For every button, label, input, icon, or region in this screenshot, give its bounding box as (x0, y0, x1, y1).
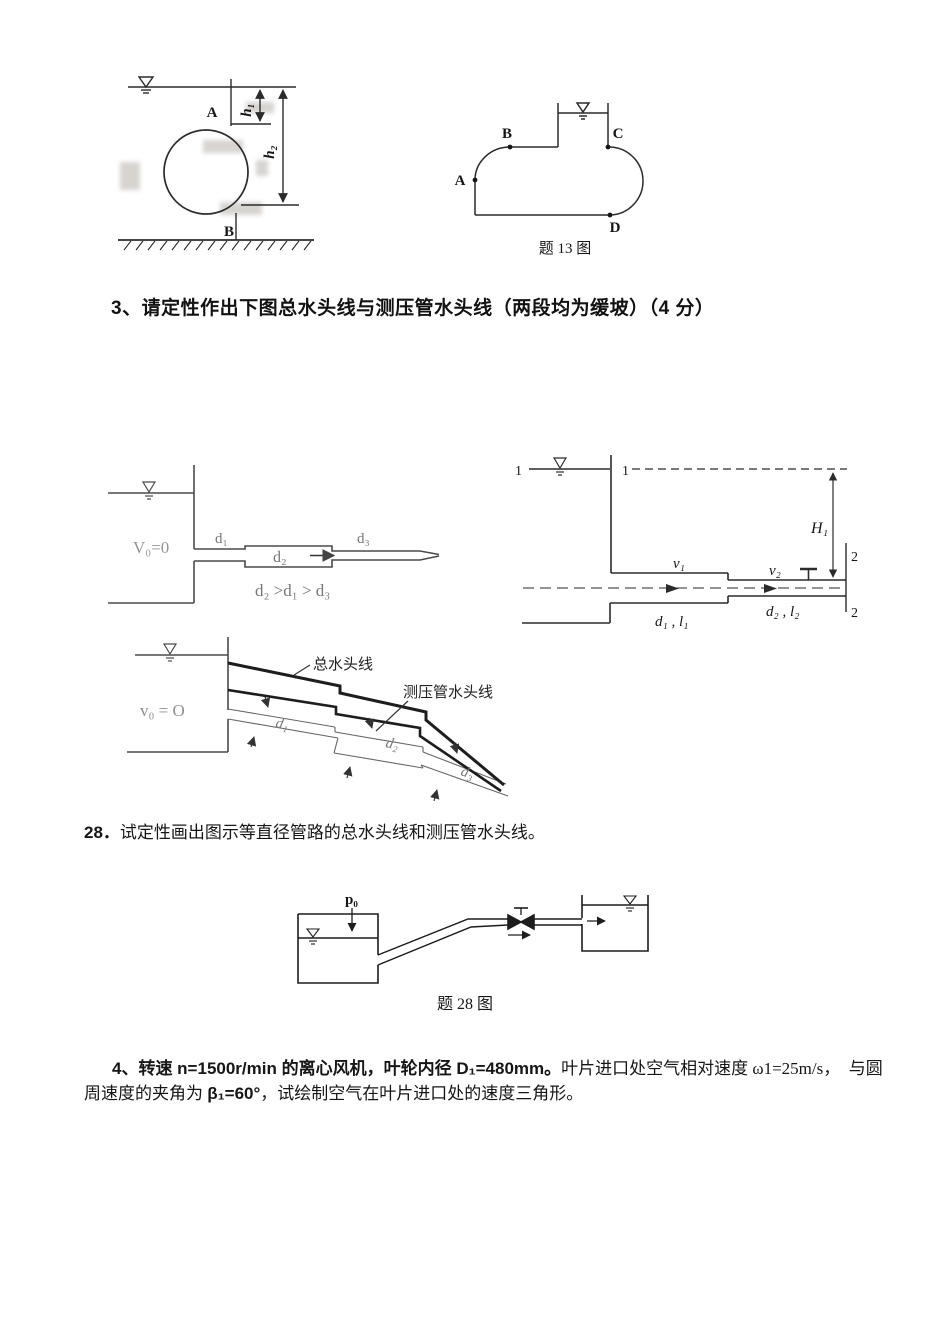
water-surface-icon (141, 481, 157, 500)
label-d3: d₃ (459, 764, 476, 783)
water-surface-icon (552, 457, 568, 476)
leader-piezo-head (375, 700, 409, 732)
label-v1: v₁ (673, 556, 685, 572)
pipe-horizontal (534, 918, 582, 926)
question-4-line2-regular-a: 周速度的夹角为 (84, 1084, 208, 1103)
sphere (163, 129, 249, 215)
piezometric-head-line (227, 688, 502, 793)
label-diameter-relation: d₂ >d₁ > d₃ (255, 581, 330, 600)
diameter-callout-arrows (246, 696, 460, 802)
tank-topleft-arc (474, 146, 511, 181)
point-C-dot (605, 144, 611, 150)
point-B-dot (507, 144, 513, 150)
label-v0: v₀ = O (140, 701, 185, 720)
valve-icon (800, 567, 817, 580)
label-d2: d₂ (384, 735, 400, 753)
label-d3: d₃ (357, 531, 370, 547)
point-A-dot (472, 177, 478, 183)
figure-tank-13: A B C D 题 13 图 (455, 102, 644, 257)
figure-caption: 题 13 图 (539, 240, 592, 257)
label-point-A: A (207, 105, 218, 121)
water-surface-icon (137, 76, 155, 94)
figure-nozzle-pipe: V₀=0 d₁ d₂ d₃ d₂ >d₁ > d₃ (108, 465, 440, 604)
bleed-through-artifact (120, 102, 274, 215)
point-D-dot (607, 212, 613, 218)
label-section-2-bottom: 2 (851, 606, 858, 621)
figure-head-lines-answer: v₀ = O 总水头线 测压管水头线 d₁ d₂ d₃ (127, 637, 509, 802)
nozzle-tip (419, 550, 440, 561)
water-surface-icon (622, 895, 638, 912)
pipe-diagonal (377, 918, 509, 966)
label-d1: d₁ (274, 715, 290, 733)
label-point-A: A (455, 173, 466, 189)
label-v0: V₀=0 (133, 538, 169, 557)
figure-sphere-pressure: A B h₁ h₂ (118, 76, 314, 251)
question-4-line2-bold: β₁=60° (207, 1084, 261, 1103)
label-section-1-left: 1 (515, 464, 522, 479)
ground-hatching (123, 240, 312, 251)
total-head-line (227, 661, 505, 787)
label-d2: d₂ (273, 549, 287, 566)
flow-direction-arrows (666, 584, 777, 593)
figure-two-tanks-28: p₀ 题 28 图 (297, 892, 649, 1013)
label-point-B: B (502, 126, 512, 142)
label-d1: d₁ (215, 531, 228, 547)
label-total-head-line: 总水头线 (313, 656, 373, 673)
leader-total-head (293, 664, 311, 676)
label-d2-l2: d₂ , l₂ (766, 604, 799, 620)
valve-icon (507, 907, 535, 931)
figure-caption: 题 28 图 (437, 996, 493, 1013)
right-tank-outline (581, 895, 649, 952)
question-4-paragraph: 4、转速 n=1500r/min 的离心风机，叶轮内径 D₁=480mm。叶片进… (84, 1056, 884, 1106)
label-section-1-right: 1 (622, 464, 629, 479)
question-3-heading: 3、请定性作出下图总水头线与测压管水头线（两段均为缓坡）（4 分） (111, 298, 715, 319)
label-h2: h₂ (262, 145, 278, 159)
question-4-line1: 4、转速 n=1500r/min 的离心风机，叶轮内径 D₁=480mm。叶片进… (84, 1056, 884, 1081)
label-H1: H₁ (810, 520, 828, 537)
label-v2: v₂ (769, 563, 781, 579)
question-4-line1-bold: 4、转速 n=1500r/min 的离心风机，叶轮内径 D₁=480mm。 (112, 1059, 562, 1078)
figure-reservoir-pipe: 1 1 H₁ 2 2 v₁ v₂ d₁ , l₁ d₂ , l₂ (515, 455, 858, 630)
question-4-line2-regular-b: ，试绘制空气在叶片进口处的速度三角形。 (260, 1084, 584, 1103)
left-tank-outline (297, 913, 379, 984)
label-p0: p₀ (345, 892, 358, 908)
label-section-2-top: 2 (851, 550, 858, 565)
question-28-line: 28．试定性画出图示等直径管路的总水头线和测压管水头线。 (84, 818, 545, 843)
tank-right-bulge (607, 146, 644, 216)
question-4-line2: 周速度的夹角为 β₁=60°，试绘制空气在叶片进口处的速度三角形。 (84, 1081, 884, 1106)
question-28-number: 28． (84, 823, 120, 842)
label-point-C: C (613, 126, 624, 142)
water-surface-icon (575, 102, 591, 120)
water-surface-icon (305, 928, 321, 945)
water-surface-icon (162, 643, 178, 662)
label-h1: h₁ (239, 103, 255, 117)
label-piezometric-head-line: 测压管水头线 (403, 684, 493, 701)
label-point-D: D (610, 220, 621, 236)
question-28-text: 试定性画出图示等直径管路的总水头线和测压管水头线。 (119, 823, 545, 842)
pipe-outline (194, 545, 420, 568)
label-d1-l1: d₁ , l₁ (655, 614, 688, 630)
label-point-B: B (224, 224, 234, 240)
sloping-pipe-outline (227, 708, 509, 797)
question-4-line1-regular: 叶片进口处空气相对速度 ω1=25m/s， 与圆 (561, 1059, 883, 1078)
